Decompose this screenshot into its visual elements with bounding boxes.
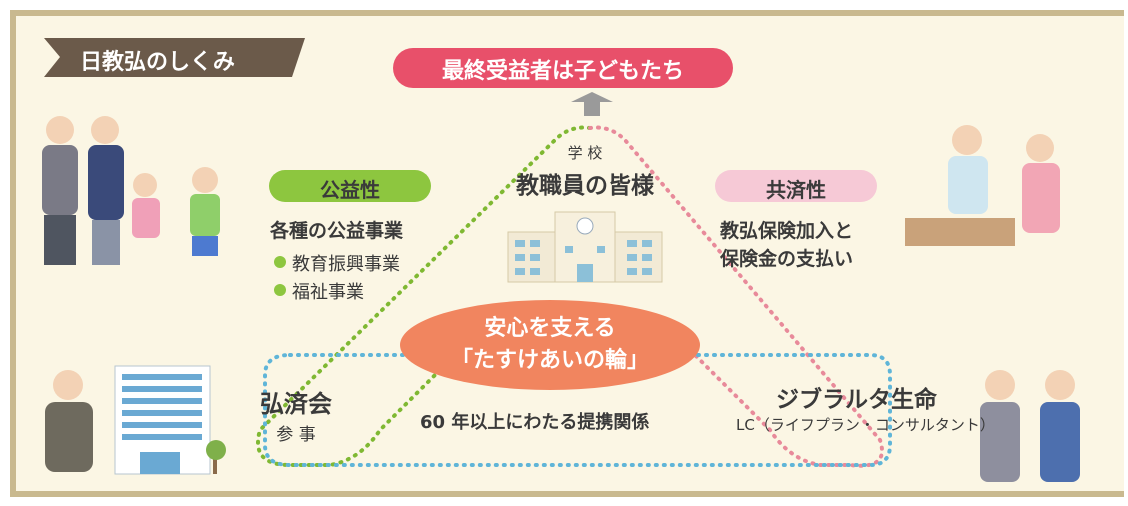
pink-dotted-path — [588, 125, 884, 468]
office-building-icon — [114, 365, 226, 475]
top-banner: 最終受益者は子どもたち — [441, 59, 684, 84]
public-benefit-badge: 公益性 — [320, 178, 380, 202]
bullet-icon — [274, 256, 286, 268]
bullet-icon — [274, 284, 286, 296]
partner-name: ジブラルタ生命 — [776, 387, 937, 413]
mutual-aid-line2: 保険金の支払い — [720, 248, 854, 270]
association-name: 弘済会 — [260, 390, 332, 418]
center-ellipse-shape — [400, 300, 700, 390]
principal-illustration — [45, 370, 93, 472]
consultants-illustration — [980, 370, 1080, 482]
mutual-aid-line1: 教弘保険加入と — [720, 220, 854, 242]
mutual-aid-badge-shape — [715, 170, 877, 202]
school-main-label: 教職員の皆様 — [516, 173, 654, 199]
center-line2: 「たすけあいの輪」 — [450, 348, 649, 373]
public-benefit-badge-shape — [269, 170, 431, 202]
school-small-label: 学 校 — [567, 144, 603, 162]
teachers-illustration — [905, 125, 1060, 246]
school-building-icon — [507, 211, 663, 283]
public-benefit-heading: 各種の公益事業 — [270, 220, 404, 242]
students-illustration — [42, 116, 220, 265]
mutual-aid-badge: 共済性 — [766, 178, 826, 202]
partner-role: LC（ライフプラン・コンサルタント） — [736, 416, 995, 434]
top-banner-shape — [393, 48, 733, 88]
blue-dotted-loop — [263, 353, 892, 467]
center-line1: 安心を支える — [484, 316, 616, 341]
relation-label: 60 年以上にわたる提携関係 — [420, 412, 650, 433]
green-dotted-path — [256, 125, 592, 467]
association-role: 参 事 — [276, 425, 316, 445]
public-benefit-item: 教育振興事業 — [292, 254, 400, 275]
public-benefit-item: 福祉事業 — [292, 282, 364, 303]
title-tag-shape — [44, 38, 305, 77]
title-tag: 日教弘のしくみ — [80, 50, 235, 75]
up-arrow-icon — [571, 92, 613, 116]
